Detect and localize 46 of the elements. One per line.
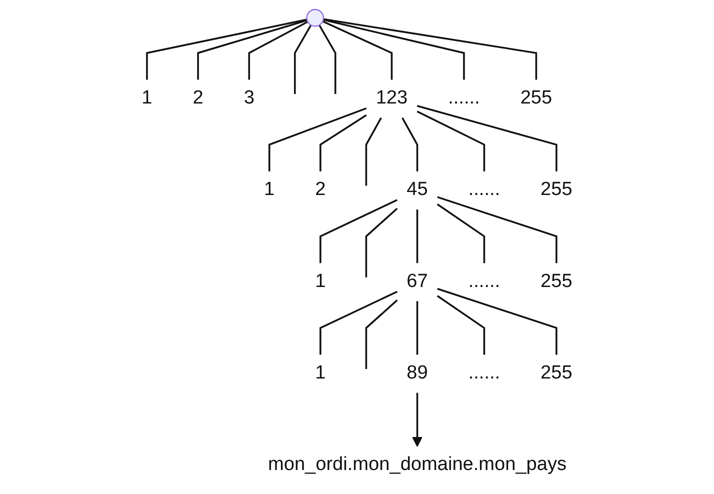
node-label: 3 <box>244 88 254 108</box>
node-label: 255 <box>540 363 572 384</box>
node-label: 67 <box>406 271 428 292</box>
node-label: 2 <box>192 88 204 108</box>
connector-line <box>437 196 558 264</box>
connector-line <box>436 204 486 264</box>
connector-line <box>436 295 486 355</box>
connector-line <box>402 117 418 172</box>
node-label: 2 <box>315 180 326 200</box>
connector-line <box>320 290 398 355</box>
connector-line <box>437 288 558 355</box>
connector-line <box>294 24 312 94</box>
connector-line <box>318 24 336 94</box>
node-label: ...... <box>468 180 500 200</box>
connector-line <box>365 117 382 186</box>
connector-line <box>416 301 418 355</box>
node-label: 123 <box>376 88 408 108</box>
connector-line <box>248 20 308 80</box>
connector-line <box>416 110 486 172</box>
connector-line <box>412 392 422 447</box>
node-label: ...... <box>468 363 500 384</box>
connector-line <box>323 18 465 80</box>
node-label: 1 <box>264 180 275 200</box>
node-label: 255 <box>520 88 552 108</box>
connector-line <box>416 105 558 172</box>
connector-line <box>322 20 393 80</box>
node-label: 89 <box>406 363 428 384</box>
connector-line <box>320 199 398 264</box>
connector-line <box>416 210 418 264</box>
connector-line <box>320 114 367 172</box>
node-label: mon_ordi.mon_domaine.mon_pays <box>268 454 567 475</box>
connector-line <box>268 107 367 172</box>
junction-dot <box>306 8 324 27</box>
connector-line <box>323 18 538 80</box>
connector-line <box>365 208 398 278</box>
node-label: 1 <box>315 363 326 384</box>
connector-line <box>365 300 398 369</box>
node-label: 1 <box>315 271 326 292</box>
node-label: 45 <box>406 180 428 200</box>
node-label: 255 <box>540 271 572 292</box>
connector-line <box>146 18 308 80</box>
node-label: 1 <box>142 88 152 108</box>
connector-line <box>197 19 308 80</box>
node-label: 255 <box>540 180 572 200</box>
node-label: ...... <box>468 271 500 292</box>
node-label: ...... <box>448 88 480 108</box>
